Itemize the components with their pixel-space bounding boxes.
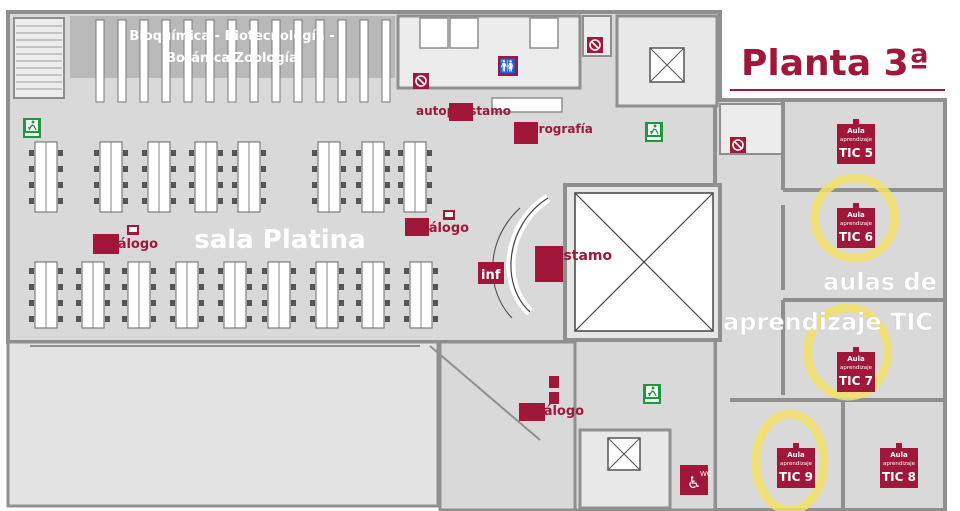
svg-text:🚻: 🚻 — [499, 58, 516, 75]
desk-group — [170, 261, 204, 329]
shelf — [183, 19, 193, 103]
shelving-label-line1: Bioquímica - Biotecnología - — [129, 29, 334, 44]
classroom-sub-label: aprendizaje — [780, 461, 813, 467]
desk-group — [142, 141, 176, 213]
classroom-sub-label: aprendizaje — [840, 365, 873, 371]
study-desks — [29, 141, 438, 329]
classroom-sub-label: aprendizaje — [840, 137, 873, 143]
storage-room — [719, 103, 783, 155]
classroom-aula-label: Aula — [847, 355, 865, 363]
desk-group — [94, 141, 128, 213]
classroom-name: TIC 8 — [882, 470, 916, 484]
exit-sign-icon — [22, 117, 42, 139]
service-label-catalogo-2: catálogo — [405, 218, 469, 236]
shelf — [139, 19, 149, 103]
shelf — [293, 19, 303, 103]
zone-label-line1: aulas de — [823, 268, 937, 296]
classroom-aula-label: Aula — [847, 127, 865, 135]
classroom-aula-label: Aula — [847, 211, 865, 219]
plan-title: Planta 3ª — [741, 43, 929, 84]
shelf — [315, 19, 325, 103]
desk-group — [310, 261, 344, 329]
classroom-sub-label: aprendizaje — [883, 461, 916, 467]
desk-group — [312, 141, 346, 213]
service-label-catalogo-3: catálogo — [519, 403, 584, 421]
no-entry-icon — [729, 136, 747, 154]
desk-group — [232, 141, 266, 213]
room-name: sala Platina — [194, 225, 365, 255]
shelf — [271, 19, 281, 103]
desk-group — [29, 261, 63, 329]
shelf — [117, 19, 127, 103]
svg-text:♿: ♿ — [687, 473, 701, 492]
svg-text:catálogo: catálogo — [95, 237, 158, 252]
catalogue-terminal-icon — [127, 210, 559, 404]
services-block — [396, 14, 612, 113]
staircase-top-left — [13, 17, 65, 99]
service-label-catalogo-1: catálogo — [93, 234, 158, 254]
service-label-autoprestamo: autopréstamo — [416, 103, 511, 121]
exit-sign-icon — [642, 383, 662, 405]
shelving-area — [95, 19, 391, 103]
central-atrium — [563, 183, 722, 342]
toilet-icon: 🚻 — [498, 56, 518, 76]
classroom-aula-label: Aula — [890, 451, 908, 459]
highlight-circles — [751, 173, 900, 511]
elevator-bottom — [578, 428, 672, 510]
shelf — [161, 19, 171, 103]
shelf — [249, 19, 259, 103]
desk-group — [398, 141, 432, 213]
classroom-name: TIC 6 — [839, 230, 873, 244]
classroom-name: TIC 7 — [839, 374, 873, 388]
desk-group — [404, 261, 438, 329]
shelf — [381, 19, 391, 103]
svg-text:préstamo: préstamo — [537, 248, 612, 264]
zone-label-line2: aprendizaje TIC — [723, 308, 933, 336]
desk-group — [218, 261, 252, 329]
svg-text:catálogo: catálogo — [521, 404, 584, 419]
elevator-top — [615, 14, 719, 108]
svg-text:autopréstamo: autopréstamo — [416, 104, 511, 118]
service-label-inf: inf — [478, 262, 504, 284]
exit-sign-icon — [644, 121, 664, 143]
shelf — [359, 19, 369, 103]
classroom-aula-label: Aula — [787, 451, 805, 459]
desk-group — [76, 261, 110, 329]
desk-group — [29, 141, 63, 213]
classroom-name: TIC 5 — [839, 146, 873, 160]
desk-group — [356, 141, 390, 213]
desk-group — [356, 261, 390, 329]
svg-text:WC: WC — [700, 470, 712, 478]
shelf — [227, 19, 237, 103]
service-label-prestamo: préstamo — [535, 246, 612, 282]
classroom-sub-label: aprendizaje — [840, 221, 873, 227]
desk-group — [189, 141, 223, 213]
shelving-label-line2: Botánica Zoología — [166, 51, 298, 66]
service-label-reprografia: reprografía — [514, 122, 593, 144]
no-entry-icon — [586, 36, 604, 54]
shelf — [95, 19, 105, 103]
svg-text:inf: inf — [481, 268, 501, 283]
shelf — [205, 19, 215, 103]
shelf — [337, 19, 347, 103]
svg-text:catálogo: catálogo — [406, 221, 469, 236]
accessible-wc-icon: ♿ WC — [680, 465, 712, 495]
desk-group — [122, 261, 156, 329]
svg-text:reprografía: reprografía — [516, 122, 593, 136]
desk-group — [262, 261, 296, 329]
no-entry-icon — [412, 72, 430, 90]
classroom-name: TIC 9 — [779, 470, 813, 484]
